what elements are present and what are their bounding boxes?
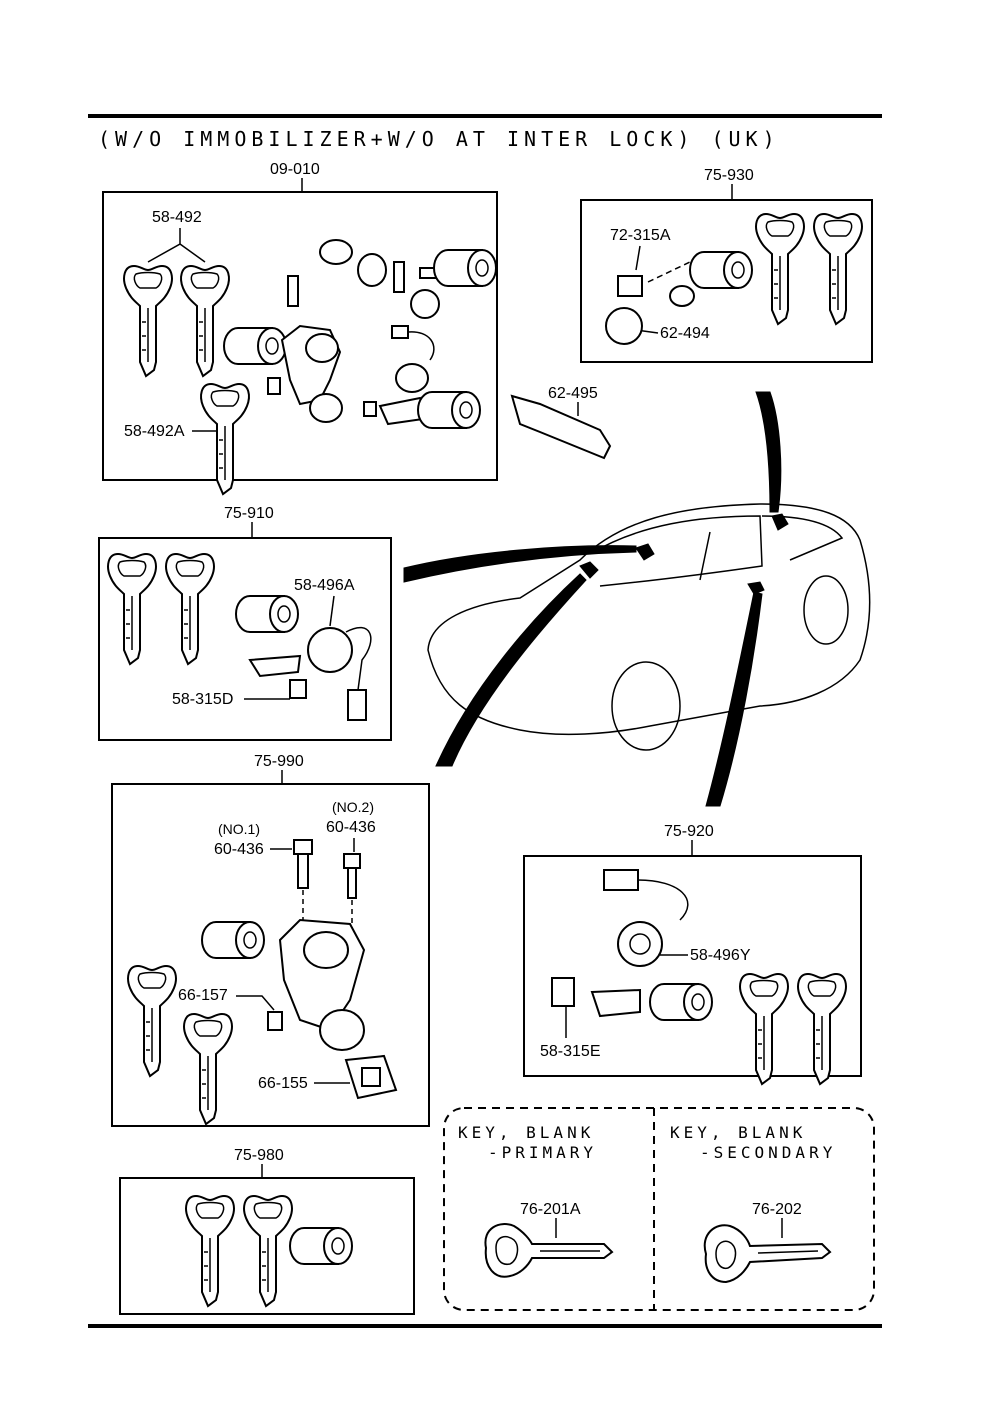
group-75-990: 75-990 (NO.1) 60-436 (NO.2) 60-436 66-15…: [111, 753, 430, 1127]
group-label-62-495: 62-495: [548, 385, 598, 402]
part-58-492A: 58-492A: [124, 423, 185, 440]
part-76-202: 76-202: [752, 1201, 802, 1218]
box-75-930: [580, 199, 873, 363]
key-icon: [200, 383, 250, 495]
lock-cylinder-icon: [289, 1227, 353, 1265]
part-76-201A: 76-201A: [520, 1201, 581, 1218]
key-icon: [165, 553, 215, 665]
group-label-75-930: 75-930: [704, 167, 754, 184]
group-label-75-990: 75-990: [254, 753, 304, 770]
box-75-990: [111, 783, 430, 1127]
trunk-lock-icon: [235, 595, 372, 721]
group-75-980: 75-980: [119, 1147, 415, 1315]
lock-assembly-icon: [223, 239, 497, 429]
blank-primary-subtitle: -PRIMARY: [488, 1143, 597, 1162]
blank-secondary-title: KEY, BLANK: [670, 1123, 806, 1142]
ignition-switch-icon: [201, 839, 398, 1100]
part-66-155: 66-155: [258, 1075, 308, 1092]
group-75-910: 75-910 58-496A 58-315D: [98, 505, 392, 741]
clip-icon: [510, 394, 612, 460]
box-75-920: [523, 855, 862, 1077]
part-60-436-no2: 60-436: [326, 819, 376, 836]
car-sketch: [403, 391, 871, 807]
group-label-09-010: 09-010: [270, 161, 320, 178]
part-66-157: 66-157: [178, 987, 228, 1004]
key-icon: [797, 973, 847, 1085]
blank-primary-title: KEY, BLANK: [458, 1123, 594, 1142]
key-icon: [185, 1195, 235, 1307]
blank-key-secondary-icon: [703, 1224, 832, 1284]
key-icon: [739, 973, 789, 1085]
part-60-436-no1: 60-436: [214, 841, 264, 858]
blank-key-primary-icon: [484, 1223, 614, 1278]
key-icon: [183, 1013, 233, 1125]
blank-secondary-subtitle: -SECONDARY: [700, 1143, 836, 1162]
key-icon: [107, 553, 157, 665]
key-icon: [243, 1195, 293, 1307]
key-blanks-panel: KEY, BLANK -PRIMARY 76-201A KEY, BLANK -…: [443, 1107, 875, 1311]
part-72-315A: 72-315A: [610, 227, 671, 244]
diagram-header: (W/O IMMOBILIZER+W/O AT INTER LOCK) (UK): [98, 127, 780, 151]
part-58-315D: 58-315D: [172, 691, 233, 708]
door-lock-cylinder-icon: [605, 251, 753, 345]
part-58-315E: 58-315E: [540, 1043, 601, 1060]
key-icon: [123, 265, 173, 377]
group-62-495: 62-495: [510, 385, 612, 460]
group-09-010: 09-010 58-492 58-492A: [102, 161, 498, 495]
part-no1: (NO.1): [218, 821, 260, 837]
key-icon: [813, 213, 863, 325]
part-58-496A: 58-496A: [294, 577, 355, 594]
box-75-910: [98, 537, 392, 741]
box-75-980: [119, 1177, 415, 1315]
door-lock-icon: [551, 869, 713, 1021]
key-icon: [755, 213, 805, 325]
part-62-494: 62-494: [660, 325, 710, 342]
key-icon: [127, 965, 177, 1077]
part-58-496Y: 58-496Y: [690, 947, 751, 964]
group-label-75-980: 75-980: [234, 1147, 284, 1164]
group-label-75-910: 75-910: [224, 505, 274, 522]
group-label-75-920: 75-920: [664, 823, 714, 840]
box-09-010: [102, 191, 498, 481]
key-icon: [180, 265, 230, 377]
part-no2: (NO.2): [332, 799, 374, 815]
group-75-930: 75-930 72-315A 62-494: [580, 167, 873, 363]
part-58-492: 58-492: [152, 209, 202, 226]
group-75-920: 75-920 58-496Y 58-315E: [523, 823, 862, 1085]
